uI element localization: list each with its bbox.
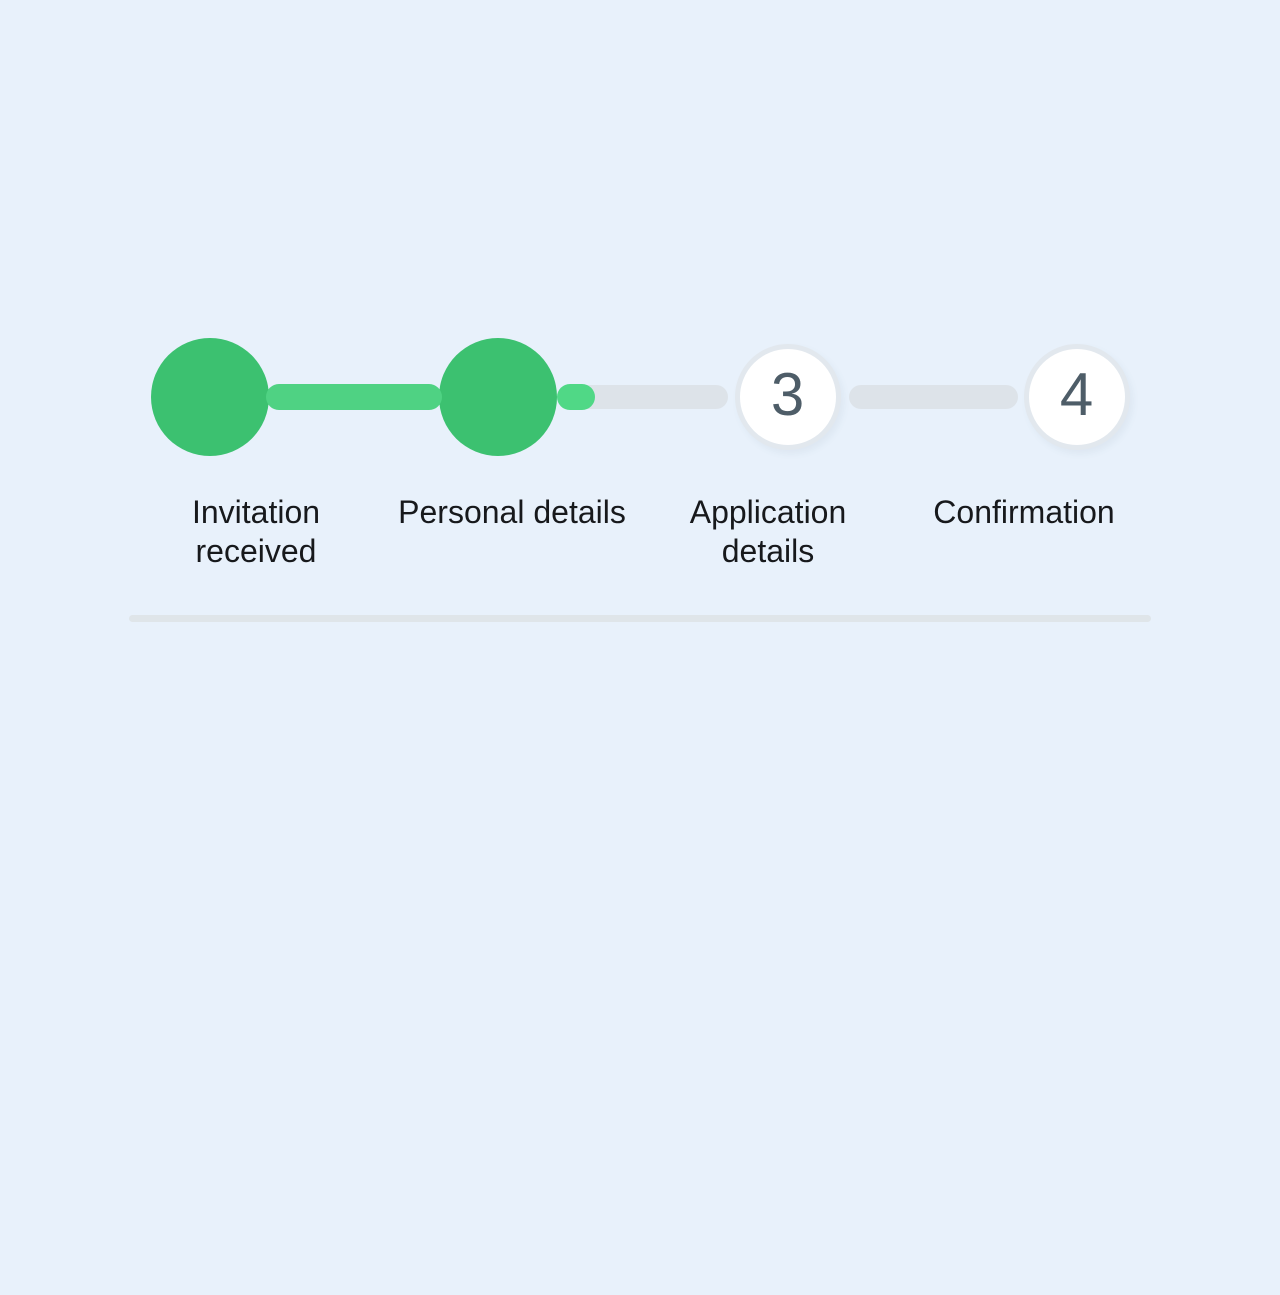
step-circle-personal-details[interactable] xyxy=(438,338,557,456)
connector-3-upcoming xyxy=(841,385,1024,409)
connector-2-progress xyxy=(556,384,595,410)
step-circle-invitation-received[interactable] xyxy=(150,338,269,456)
application-progress-stepper: 3 4 Invitation received Personal details… xyxy=(0,338,1280,571)
step-label-personal-details: Personal details xyxy=(398,494,626,530)
section-divider xyxy=(129,615,1151,622)
step-number-3: 3 xyxy=(770,361,805,428)
connector-1-completed xyxy=(265,384,442,410)
step-circle-confirmation[interactable]: 4 xyxy=(1023,344,1130,450)
stepper-labels: Invitation received Personal details App… xyxy=(128,493,1152,571)
stepper-track: 3 4 xyxy=(0,338,1280,456)
connector-3-track xyxy=(848,385,1018,409)
connector-2-partial xyxy=(556,384,735,410)
step-label-application-details: Application details xyxy=(689,494,847,569)
step-number-4: 4 xyxy=(1059,361,1094,428)
step-label-invitation-received: Invitation received xyxy=(191,494,321,569)
page: 3 4 Invitation received Personal details… xyxy=(0,338,1280,622)
step-circle-application-details[interactable]: 3 xyxy=(734,344,841,450)
step-label-confirmation: Confirmation xyxy=(933,494,1115,530)
